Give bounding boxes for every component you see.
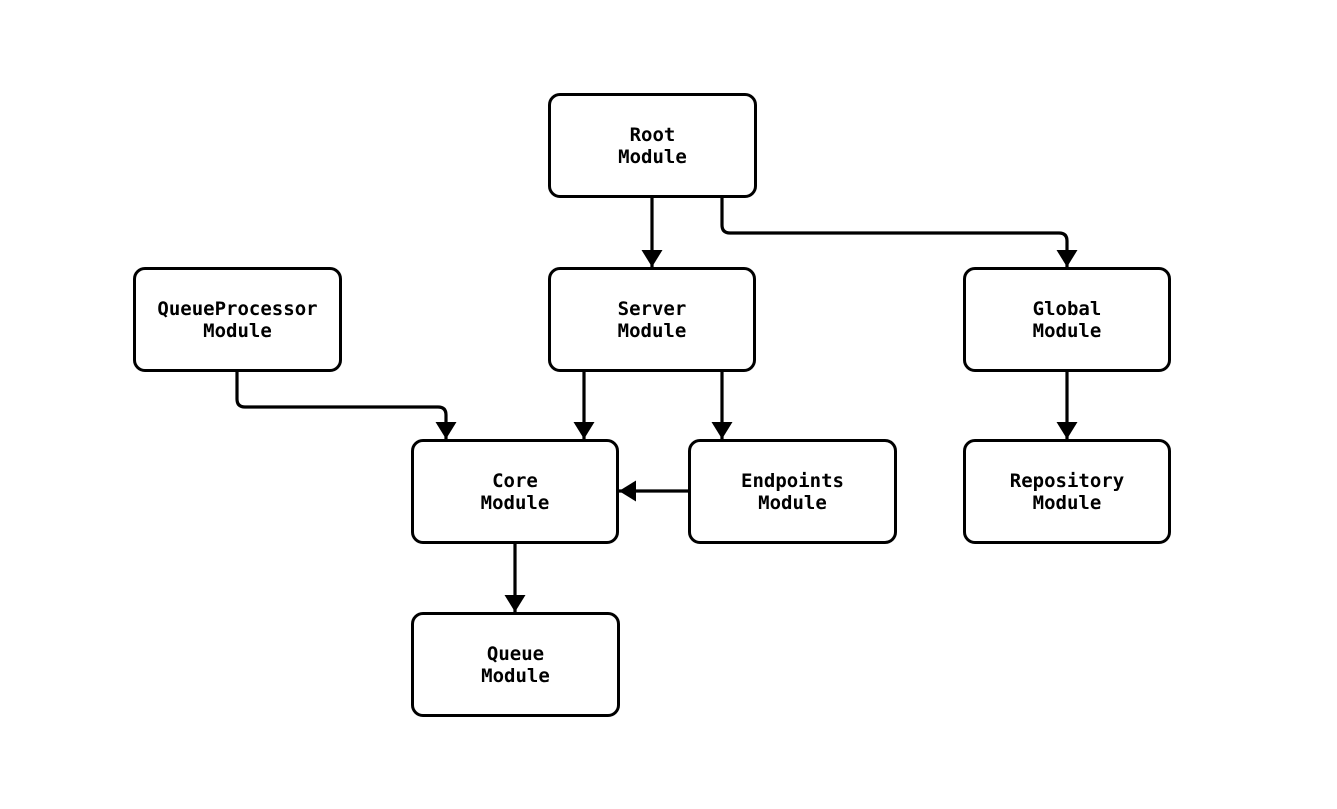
arrowhead-queueprocessor-to-core [435,422,457,439]
node-label: Queue [486,642,545,665]
node-label: Module [481,664,550,687]
arrowhead-core-to-queue [504,595,526,612]
node-label: Repository [1009,469,1125,492]
node-label: Endpoints [741,469,844,492]
node-label: Root [629,123,676,146]
node-label: Module [1032,491,1102,514]
arrowhead-endpoints-to-core [619,480,636,502]
arrowhead-root-to-global [1056,250,1078,267]
arrowhead-global-to-repository [1056,422,1078,439]
node-label: QueueProcessor [157,297,318,320]
edge-queueprocessor-to-core [235,372,448,439]
node-label: Module [617,319,687,342]
node-label: Module [203,319,272,342]
node-label: Module [480,491,550,514]
edge-root-to-global [720,198,1069,267]
node-label: Module [758,491,827,514]
node-label: Server [617,297,687,320]
node-label: Core [492,469,538,492]
node-label: Global [1032,297,1102,320]
node-label: Module [618,145,687,168]
arrowhead-root-to-server [641,250,663,267]
node-label: Module [1032,319,1102,342]
arrowhead-server-to-endpoints [711,422,733,439]
arrowhead-server-to-core [573,422,595,439]
